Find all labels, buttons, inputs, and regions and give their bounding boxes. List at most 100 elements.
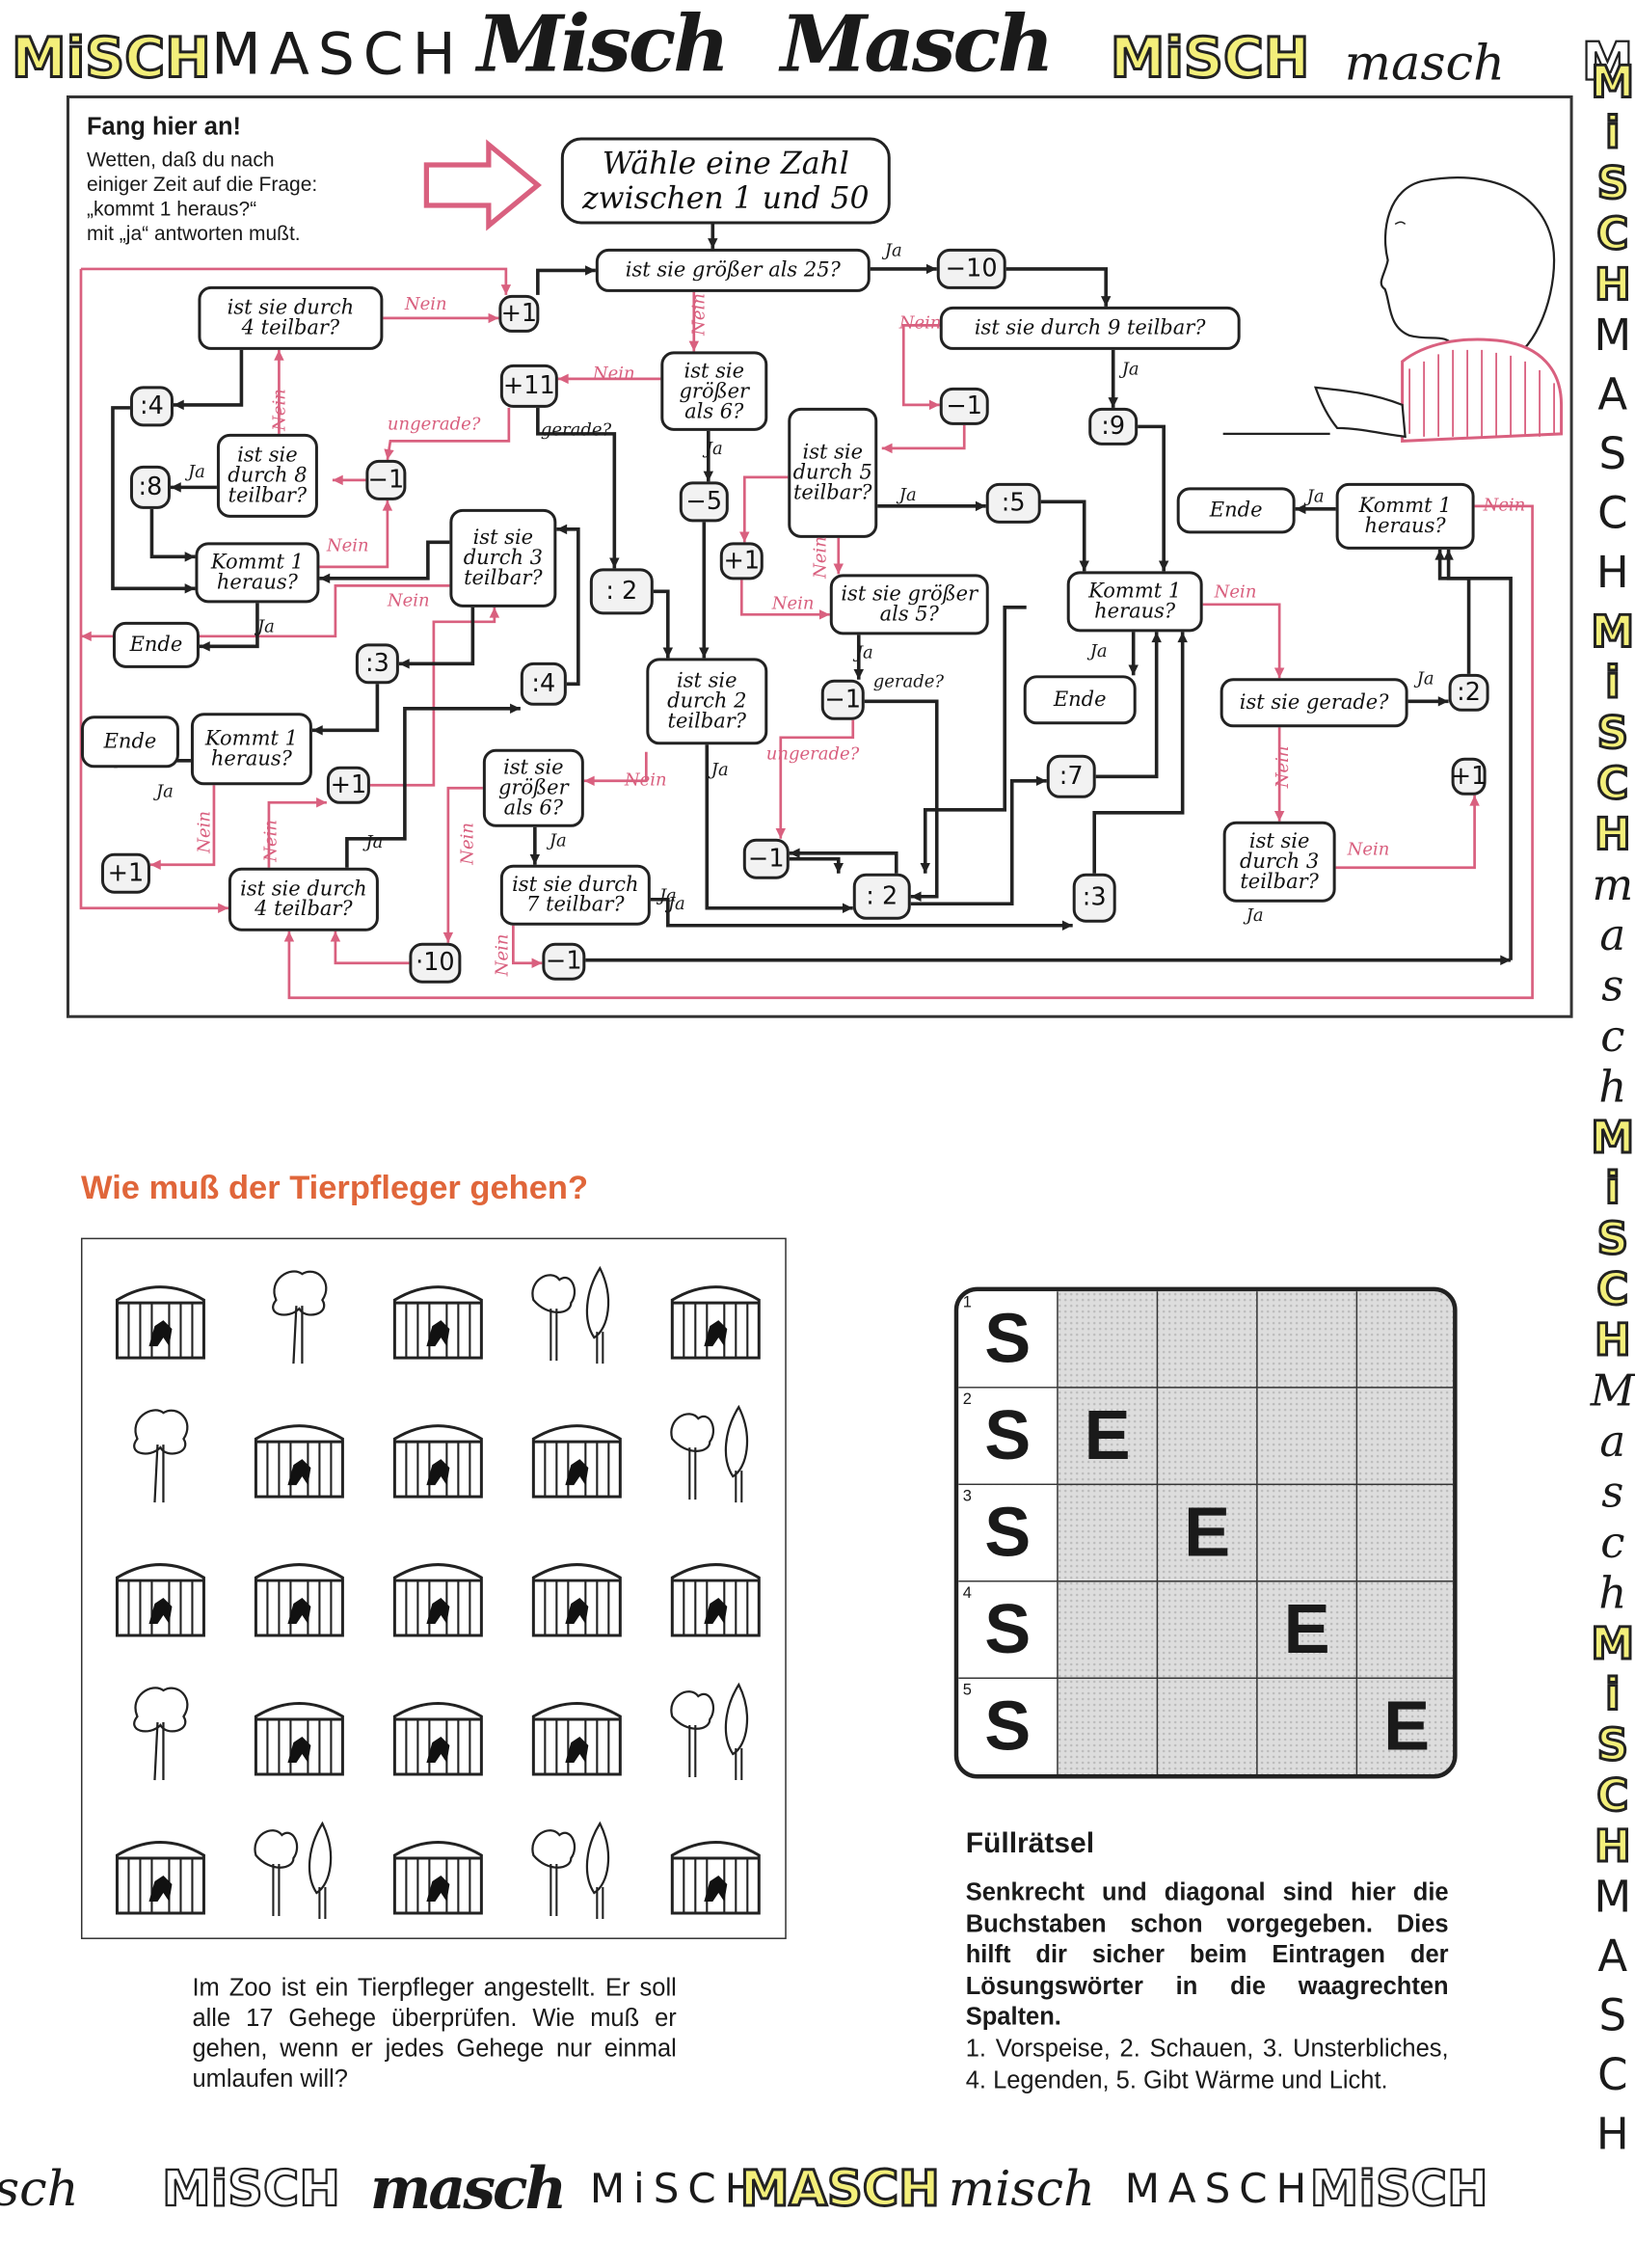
crossword-cell[interactable]: [1257, 1388, 1358, 1486]
cell-letter: S: [984, 1591, 1032, 1668]
enclosure-icon: [102, 1534, 218, 1650]
no-label: Nein: [326, 534, 369, 555]
crossword-cell[interactable]: [1257, 1485, 1358, 1582]
enclosure-icon: [380, 1812, 496, 1928]
crossword-cell[interactable]: [1058, 1291, 1159, 1389]
enclosure-icon: [380, 1256, 496, 1372]
crossword-cell[interactable]: [1058, 1581, 1159, 1680]
band-word: MiSCH: [1586, 57, 1635, 312]
operation-node: :7: [1046, 754, 1096, 798]
cell-letter: S: [984, 1494, 1032, 1572]
operation-node: :2: [1448, 673, 1489, 712]
enclosure-icon: [657, 1256, 773, 1372]
band-word: masch: [1344, 34, 1505, 93]
crossword-cell[interactable]: [1158, 1679, 1258, 1775]
band-word: MiSCH: [10, 24, 212, 91]
enclosure-icon: [657, 1534, 773, 1650]
crossword-cell[interactable]: E: [1257, 1581, 1358, 1680]
no-label: Nein: [404, 293, 447, 314]
crossword-cell[interactable]: [1357, 1389, 1454, 1486]
decision-node: ist sie größer als 6?: [482, 748, 584, 827]
operation-node: +1: [100, 852, 150, 894]
decision-node: ist sie durch 7 teilbar?: [499, 864, 651, 926]
operation-node: ·10: [409, 942, 462, 984]
operation-node: :3: [1072, 873, 1116, 923]
cell-letter: E: [1084, 1397, 1131, 1474]
condition-label: ungerade?: [387, 413, 481, 434]
enclosure-icon: [519, 1534, 634, 1650]
crossword-cell[interactable]: [1258, 1679, 1358, 1775]
tree-icon: [519, 1812, 634, 1928]
crossword-cell[interactable]: [1158, 1388, 1258, 1486]
crossword-cell[interactable]: [1357, 1582, 1454, 1680]
band-word: MiSCH: [589, 2164, 764, 2213]
crossword-cell[interactable]: [1158, 1581, 1258, 1680]
enclosure-icon: [241, 1673, 357, 1789]
operation-node: +1: [326, 766, 370, 804]
operation-node: :5: [985, 482, 1041, 524]
enclosure-icon: [519, 1395, 634, 1511]
crossword-cell[interactable]: [1158, 1291, 1258, 1389]
yes-label: Ja: [1306, 485, 1325, 506]
enclosure-icon: [519, 1673, 634, 1789]
decision-node: ist sie größer als 5?: [829, 574, 989, 635]
operation-node: +1: [498, 294, 540, 333]
start-node: Wähle eine Zahl zwischen 1 und 50: [560, 137, 891, 225]
operation-node: :9: [1088, 407, 1139, 446]
crossword-cell[interactable]: E: [1357, 1679, 1453, 1774]
no-label: Nein: [1483, 494, 1526, 515]
crossword-cell[interactable]: [1357, 1485, 1454, 1582]
row-number: 4: [962, 1584, 972, 1603]
no-label: Nein: [898, 311, 942, 333]
flowchart-frame: [66, 94, 1573, 1018]
zoo-puzzle-title: Wie muß der Tierpfleger gehen?: [80, 1168, 589, 1206]
crossword-cell[interactable]: [1257, 1291, 1358, 1389]
operation-node: : 2: [852, 873, 911, 920]
yes-label: Ja: [1121, 358, 1139, 379]
enclosure-icon: [380, 1673, 496, 1789]
yes-label: Ja: [1089, 640, 1108, 662]
crossword-cell[interactable]: E: [1158, 1485, 1258, 1582]
decision-node: ist sie gerade?: [1220, 678, 1408, 728]
tree-icon: [102, 1395, 218, 1511]
operation-node: −1: [939, 387, 989, 425]
crossword-cell[interactable]: [1058, 1485, 1159, 1582]
end-node: Ende: [1176, 487, 1296, 534]
zoo-puzzle-caption: Im Zoo ist ein Tierpfleger angestellt. E…: [192, 1973, 677, 2092]
intro-text: Wetten, daß du nach einiger Zeit auf die…: [86, 147, 318, 245]
operation-node: −1: [820, 679, 865, 720]
crossword-cell[interactable]: E: [1058, 1388, 1159, 1486]
cell-letter: S: [984, 1300, 1032, 1378]
enclosure-icon: [380, 1534, 496, 1650]
no-label: Nein: [1347, 838, 1390, 859]
band-word: masch: [1587, 860, 1635, 1114]
enclosure-icon: [102, 1812, 218, 1928]
crossword-title: Füllrätsel: [965, 1827, 1095, 1860]
row-number: 5: [962, 1682, 972, 1700]
crossword-cell[interactable]: [1357, 1291, 1454, 1389]
no-label: Nein: [1214, 580, 1257, 602]
yes-label: Ja: [365, 831, 384, 852]
decision-node: ist sie durch 3 teilbar?: [1222, 821, 1336, 903]
end-node: Ende: [112, 621, 200, 668]
operation-node: +1: [719, 542, 764, 580]
band-word: MASCH: [1587, 1872, 1635, 2170]
tree-icon: [102, 1673, 218, 1789]
band-word: MiSCH: [161, 2159, 341, 2219]
crossword-cell[interactable]: [1059, 1679, 1159, 1775]
enclosure-icon: [380, 1395, 496, 1511]
yes-label: Ja: [1246, 904, 1264, 926]
no-label: Nein: [771, 592, 815, 613]
band-word: MASCH: [1124, 2164, 1316, 2213]
band-word: Masch: [780, 0, 1055, 90]
tree-icon: [241, 1256, 357, 1372]
condition-label: gerade?: [872, 670, 945, 691]
zoo-map: [80, 1237, 787, 1939]
band-word: MiSCH: [1109, 24, 1311, 91]
